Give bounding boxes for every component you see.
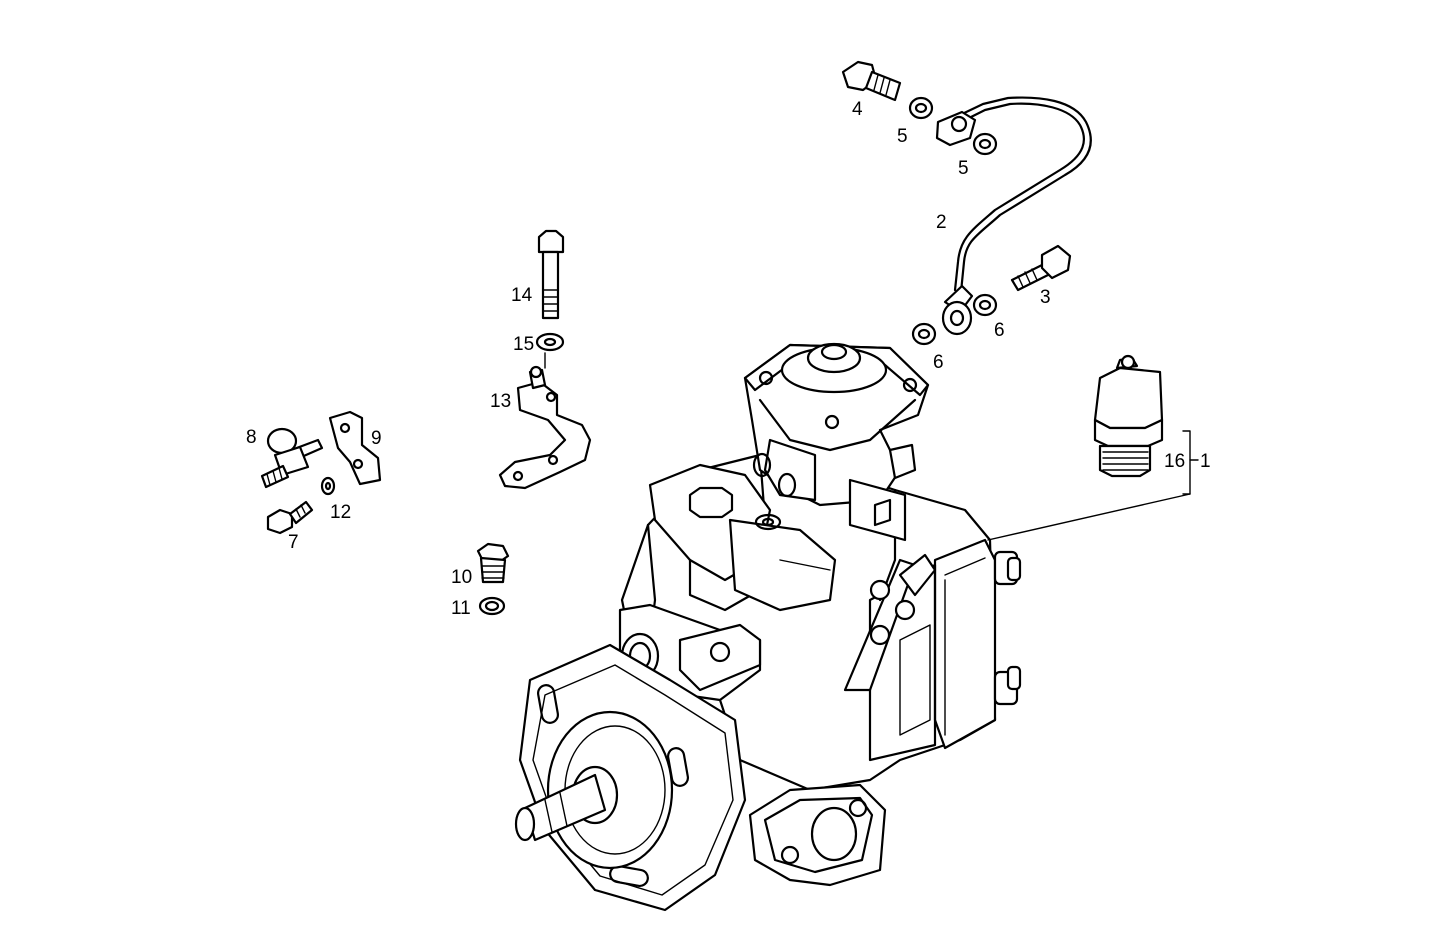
callout-11: 11 xyxy=(451,598,471,619)
plug-part-10 xyxy=(476,542,510,584)
washer-part-12 xyxy=(320,476,336,496)
callout-1: 1 xyxy=(1200,451,1211,472)
washer-part-6a xyxy=(911,322,937,346)
seal-ring-part-11 xyxy=(478,596,506,616)
callout-3: 3 xyxy=(1040,287,1051,308)
leader-line-1-body xyxy=(987,493,1191,541)
callout-4: 4 xyxy=(852,99,863,120)
washer-part-5a xyxy=(908,96,934,120)
leader-line-1 xyxy=(1182,430,1191,495)
callout-16: 16 xyxy=(1164,451,1185,472)
washer-part-6b xyxy=(972,293,998,317)
callout-5b: 5 xyxy=(958,158,969,179)
bracket-part-13 xyxy=(498,352,592,490)
pipe-part-2 xyxy=(935,96,1092,336)
callout-2: 2 xyxy=(936,212,947,233)
callout-5a: 5 xyxy=(897,126,908,147)
callout-9: 9 xyxy=(371,428,382,449)
callout-10: 10 xyxy=(451,567,472,588)
callout-7: 7 xyxy=(288,532,299,553)
callout-6a: 6 xyxy=(933,352,944,373)
callout-12: 12 xyxy=(330,502,351,523)
callout-14: 14 xyxy=(511,285,533,306)
injection-pump-assembly xyxy=(514,453,1022,912)
top-cover-assembly xyxy=(743,342,930,542)
washer-part-15 xyxy=(535,332,565,352)
swivel-joint-part-8 xyxy=(260,427,324,489)
sender-switch-part-16 xyxy=(1093,354,1164,478)
washer-part-5b xyxy=(972,132,998,156)
bolt-part-3 xyxy=(1010,244,1072,292)
screw-part-7 xyxy=(266,500,314,535)
plate-part-9 xyxy=(328,410,382,486)
callout-15: 15 xyxy=(513,334,534,355)
callout-6b: 6 xyxy=(994,320,1005,341)
callout-13: 13 xyxy=(490,391,511,412)
callout-8: 8 xyxy=(246,427,257,448)
bolt-part-14 xyxy=(537,229,565,320)
banjo-bolt-part-4 xyxy=(841,60,902,102)
